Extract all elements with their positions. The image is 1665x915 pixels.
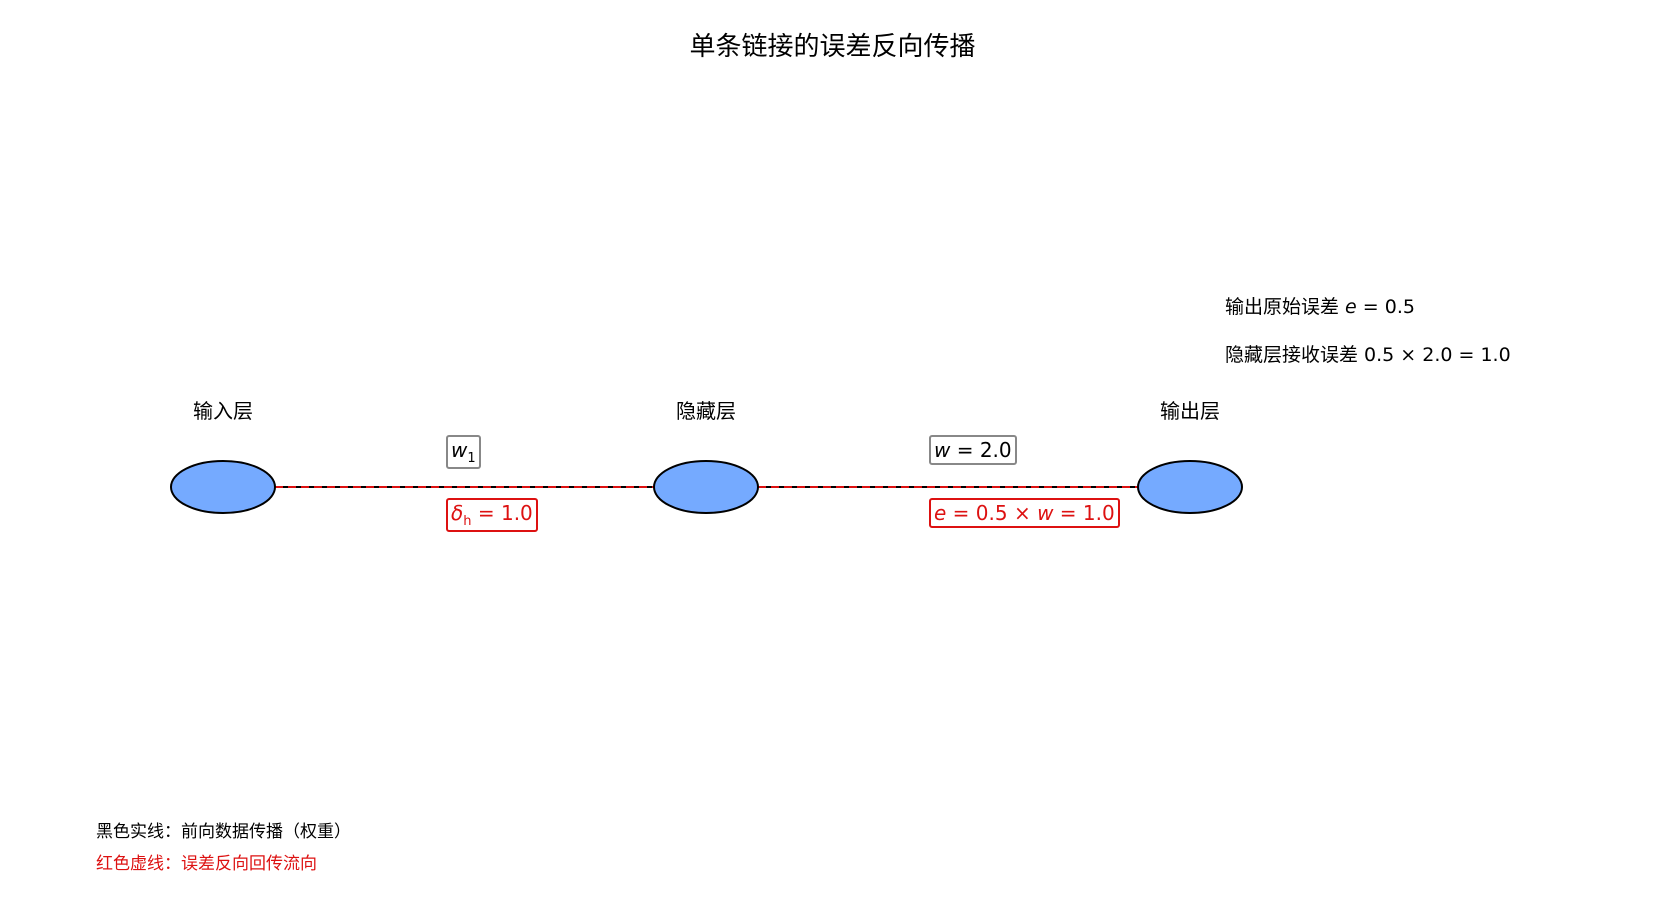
delta-value: = 1.0: [471, 501, 533, 525]
delta-symbol: δ: [451, 501, 464, 525]
output-layer-label: 输出层: [1160, 399, 1220, 423]
error-label-hidden-output: e = 0.5 × w = 1.0: [929, 498, 1120, 528]
input-node: [170, 460, 276, 514]
diagram-title: 单条链接的误差反向传播: [689, 32, 976, 62]
original-error-info: 输出原始误差 e = 0.5: [1225, 292, 1415, 319]
weight-symbol: w: [451, 438, 468, 462]
output-node: [1137, 460, 1243, 514]
input-layer-label: 输入层: [193, 399, 253, 423]
legend-backward: 红色虚线：误差反向回传流向: [96, 854, 317, 874]
weight-subscript: 1: [467, 451, 476, 466]
weight-value: = 2.0: [950, 438, 1012, 462]
original-error-symbol: e: [1345, 296, 1357, 318]
hidden-layer-label: 隐藏层: [676, 399, 736, 423]
weight-label-hidden-output: w = 2.0: [929, 435, 1017, 465]
error-value: = 1.0: [1053, 501, 1115, 525]
weight-label-input-hidden: w1: [446, 435, 481, 469]
delta-subscript: h: [463, 514, 472, 529]
error-label-input-hidden: δh = 1.0: [446, 498, 538, 532]
original-error-value: = 0.5: [1356, 296, 1415, 318]
error-weight-symbol: w: [1037, 501, 1054, 525]
error-symbol: e: [934, 501, 947, 525]
original-error-prefix: 输出原始误差: [1225, 296, 1346, 318]
weight-symbol: w: [934, 438, 951, 462]
error-expression: = 0.5 ×: [946, 501, 1038, 525]
hidden-node: [653, 460, 759, 514]
hidden-error-info: 隐藏层接收误差 0.5 × 2.0 = 1.0: [1225, 344, 1511, 366]
legend-forward: 黑色实线：前向数据传播（权重）: [96, 822, 351, 842]
